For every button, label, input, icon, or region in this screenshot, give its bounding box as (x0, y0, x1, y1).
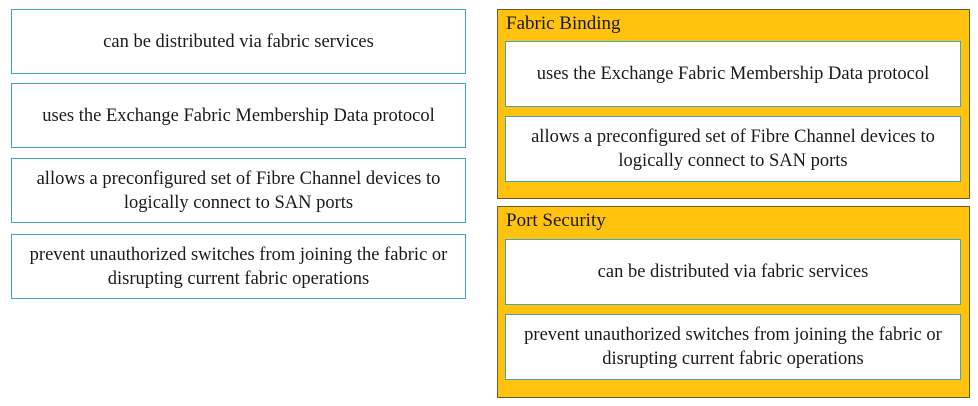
answer-option-text: prevent unauthorized switches from joini… (29, 244, 448, 289)
target-fabric-binding[interactable]: Fabric Binding uses the Exchange Fabric … (497, 9, 970, 199)
answer-option-text: can be distributed via fabric services (103, 31, 374, 52)
answer-option-fabric-services[interactable]: can be distributed via fabric services (11, 9, 466, 74)
target-title: Fabric Binding (506, 13, 621, 34)
answer-option-prevent-unauthorized[interactable]: prevent unauthorized switches from joini… (11, 234, 466, 299)
dropped-item-preconfigured-devices[interactable]: allows a preconfigured set of Fibre Chan… (505, 116, 961, 182)
target-port-security[interactable]: Port Security can be distributed via fab… (497, 206, 970, 398)
dropped-item-fabric-services[interactable]: can be distributed via fabric services (505, 239, 961, 305)
answer-option-text: allows a preconfigured set of Fibre Chan… (36, 168, 441, 213)
dropped-item-text: uses the Exchange Fabric Membership Data… (536, 64, 930, 84)
dropped-item-prevent-unauthorized[interactable]: prevent unauthorized switches from joini… (505, 314, 961, 380)
dropped-item-text: can be distributed via fabric services (597, 262, 869, 282)
target-title: Port Security (506, 210, 606, 231)
answer-option-efmd-protocol[interactable]: uses the Exchange Fabric Membership Data… (11, 83, 466, 148)
answer-option-preconfigured-devices[interactable]: allows a preconfigured set of Fibre Chan… (11, 158, 466, 223)
dropped-item-text: prevent unauthorized switches from joini… (524, 325, 942, 369)
dropped-item-efmd-protocol[interactable]: uses the Exchange Fabric Membership Data… (505, 41, 961, 107)
answer-option-text: uses the Exchange Fabric Membership Data… (42, 105, 435, 126)
dropped-item-text: allows a preconfigured set of Fibre Chan… (531, 127, 935, 171)
